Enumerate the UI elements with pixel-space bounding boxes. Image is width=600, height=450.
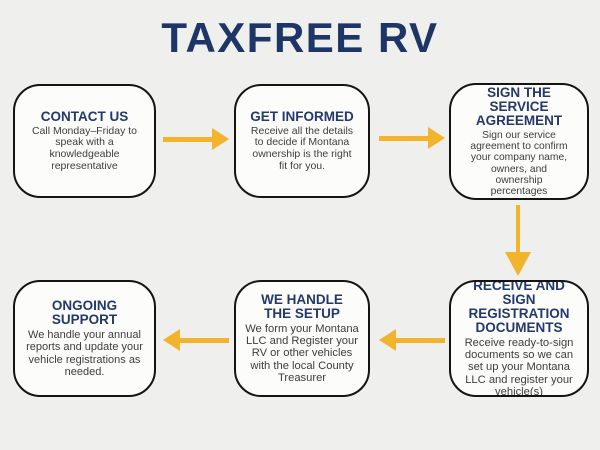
step-body-sign-service-agreement: Sign our service agreement to confirm yo… (470, 129, 568, 198)
step-box-ongoing-support: ONGOING SUPPORT We handle your annual re… (13, 280, 156, 397)
step-heading-sign-service-agreement: SIGN THE SERVICE AGREEMENT (475, 84, 563, 128)
step-box-we-handle-the-setup: WE HANDLE THE SETUP We form your Montana… (234, 280, 370, 397)
step-box-sign-service-agreement: SIGN THE SERVICE AGREEMENT Sign our serv… (449, 83, 589, 200)
step-heading-ongoing-support: ONGOING SUPPORT (51, 298, 118, 328)
arrow-head (212, 128, 229, 150)
arrow-shaft (163, 136, 212, 142)
step-box-receive-sign-registration-documents: RECEIVE AND SIGN REGISTRATION DOCUMENTS … (449, 280, 589, 397)
arrow-shaft (379, 135, 428, 141)
step-body-contact-us: Call Monday–Friday to speak with a knowl… (31, 124, 138, 172)
step-heading-contact-us: CONTACT US (40, 108, 129, 124)
flow-arrow-right-icon (163, 128, 229, 150)
step-heading-get-informed: GET INFORMED (250, 108, 354, 124)
step-body-ongoing-support: We handle your annual reports and update… (26, 329, 143, 378)
arrow-head (505, 252, 531, 276)
flow-arrow-left-icon (379, 329, 445, 351)
arrow-head (379, 329, 396, 351)
step-body-receive-sign-registration-documents: Receive ready-to-sign documents so we ca… (464, 336, 574, 397)
step-body-we-handle-the-setup: We form your Montana LLC and Register yo… (245, 322, 359, 384)
arrow-head (163, 329, 180, 351)
arrow-shaft (396, 337, 445, 343)
flow-arrow-right-icon (379, 127, 445, 149)
step-box-get-informed: GET INFORMED Receive all the details to … (234, 84, 370, 198)
page-title: TAXFREE RV (161, 14, 439, 61)
flow-arrow-down-icon (505, 205, 531, 276)
step-heading-we-handle-the-setup: WE HANDLE THE SETUP (261, 291, 343, 321)
arrow-head (428, 127, 445, 149)
arrow-shaft (516, 205, 520, 252)
flow-arrow-left-icon (163, 329, 229, 351)
arrow-shaft (180, 337, 229, 343)
step-heading-receive-sign-registration-documents: RECEIVE AND SIGN REGISTRATION DOCUMENTS (468, 280, 570, 335)
step-box-contact-us: CONTACT US Call Monday–Friday to speak w… (13, 84, 156, 198)
step-body-get-informed: Receive all the details to decide if Mon… (250, 124, 354, 172)
